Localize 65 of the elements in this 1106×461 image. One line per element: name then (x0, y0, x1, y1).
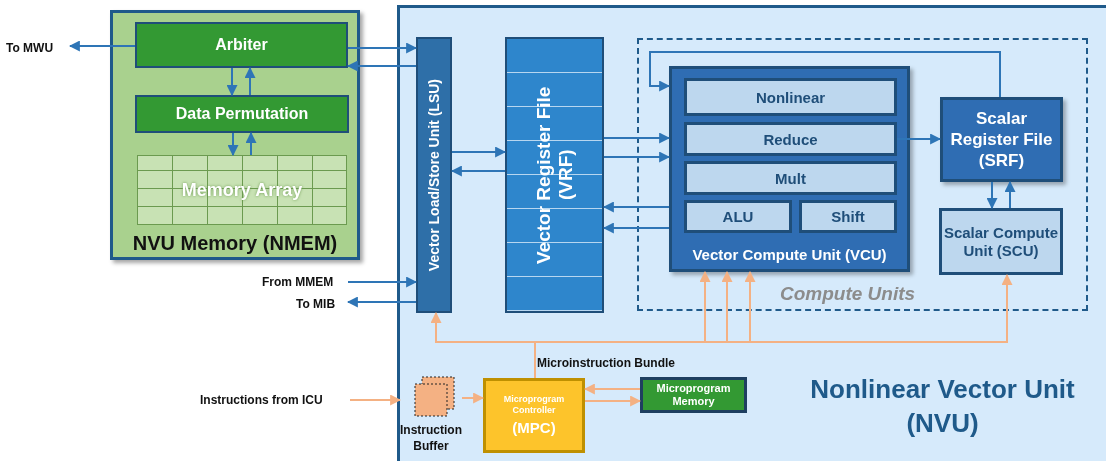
box-label: Microprogram Memory (655, 382, 732, 408)
box-label: Instruction Buffer (400, 422, 463, 455)
arrow (1004, 180, 1016, 209)
arrow (603, 132, 671, 144)
box-label: Arbiter (215, 36, 268, 54)
box-label: Scalar Compute Unit (SCU) (942, 223, 1060, 260)
arrow (227, 132, 239, 157)
function-box (684, 78, 897, 116)
arrow (349, 394, 402, 406)
register-box (940, 97, 1063, 182)
box-label: Nonlinear (755, 88, 826, 106)
arrow (245, 131, 257, 156)
box-label: Reduce (763, 130, 818, 148)
arrow (602, 222, 670, 234)
controller-box (483, 378, 585, 453)
arrow (68, 40, 136, 52)
function-box (684, 200, 792, 233)
box-label: Microprogram Controller (502, 394, 566, 416)
arrow (347, 276, 418, 288)
process-box (135, 95, 349, 133)
function-box (684, 122, 897, 156)
box-label: Vector Register File (VRF) (532, 85, 577, 266)
function-box (684, 161, 897, 195)
arrow (226, 67, 238, 97)
box-label: Scalar Register File (SRF) (949, 107, 1054, 172)
box-label: Nonlinear Vector Unit (NVU) (809, 373, 1076, 440)
arrow (602, 201, 670, 213)
io-label: To MWU (6, 38, 70, 54)
compute-unit-box (669, 66, 910, 272)
box-label: Vector Load/Store Unit (LSU) (426, 78, 442, 272)
box-label: NVU Memory (NMEM) (131, 232, 339, 255)
arrow (451, 146, 507, 158)
box-label: (MPC) (512, 418, 556, 437)
signal-label: Microinstruction Bundle (537, 356, 675, 370)
arrow (584, 395, 642, 407)
memory-array-grid (137, 155, 347, 225)
arrow (346, 296, 417, 308)
io-label: From MMEM (262, 272, 348, 288)
box-label: ALU (722, 208, 754, 225)
box-label: Data Permutation (175, 105, 309, 123)
arrow (244, 66, 256, 96)
function-box (799, 200, 897, 233)
box-label: Shift (831, 208, 865, 225)
arrow (583, 383, 641, 395)
arrow (896, 133, 942, 145)
unit-panel (397, 5, 1106, 461)
arrow (346, 60, 417, 72)
box-label: Mult (775, 169, 806, 187)
io-label: To MIB (296, 294, 348, 310)
arrow (347, 42, 418, 54)
process-box (135, 22, 348, 68)
arrow (450, 165, 506, 177)
arrow (461, 392, 485, 404)
process-box (640, 377, 747, 413)
memory-panel (110, 10, 360, 260)
box-label: Vector Compute Unit (VCU) (691, 246, 888, 263)
vertical-unit-bar (416, 37, 452, 313)
arrow (603, 151, 671, 163)
dashed-group-box (637, 38, 1088, 311)
arrow (649, 51, 1001, 98)
arrow (986, 181, 998, 210)
box-label: Compute Units (780, 283, 916, 305)
function-box (939, 208, 1063, 275)
io-label: Instructions from ICU (200, 390, 350, 408)
register-file-bar (505, 37, 604, 313)
